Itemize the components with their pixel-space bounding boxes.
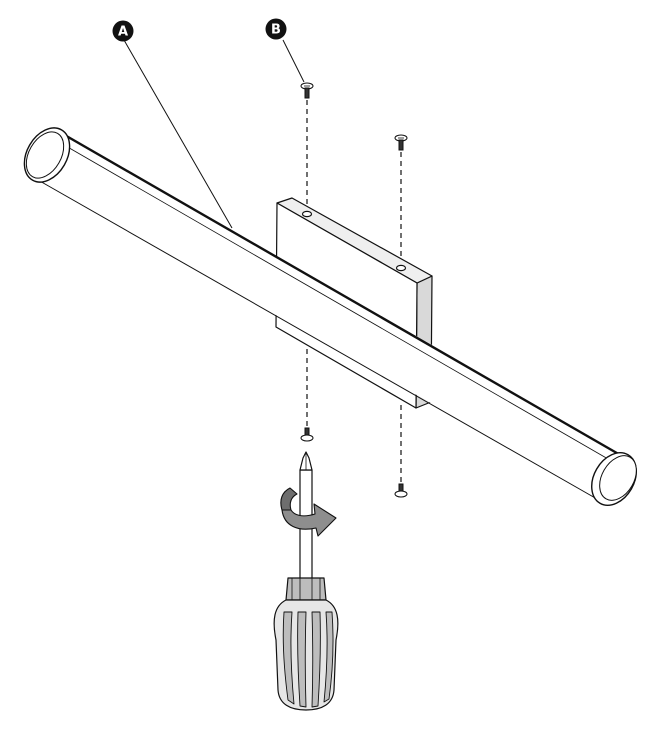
rotation-arrow-body — [281, 503, 337, 537]
screw-top-right — [394, 134, 408, 151]
light-bar-bottom-edge — [37, 179, 605, 504]
screwdriver-grip — [282, 611, 334, 708]
light-bar-body — [40, 132, 626, 502]
rotation-arrow-back — [280, 487, 298, 511]
screw-icon — [394, 490, 408, 498]
screwdriver-icon — [273, 451, 339, 711]
callout-a: A — [112, 20, 134, 42]
light-bar-left-cap — [25, 131, 65, 179]
callout-a-label: A — [118, 25, 128, 40]
plate-hole-right — [395, 264, 407, 272]
callout-b-label: B — [271, 23, 281, 38]
plate-hole-left — [301, 210, 313, 218]
light-bar-top-edge — [55, 128, 623, 458]
leader-line-b — [282, 39, 305, 83]
alignment-lines — [306, 100, 402, 482]
light-bar-right-cap — [599, 455, 637, 501]
screw-top-left — [300, 82, 314, 99]
light-bar — [23, 127, 637, 506]
screw-bottom-right — [394, 483, 408, 498]
callout-b: B — [265, 18, 287, 40]
screw-bottom-left — [300, 427, 314, 442]
screw-icon — [300, 434, 314, 442]
leader-line-a — [123, 39, 233, 229]
light-bar-highlight — [51, 137, 616, 464]
rotation-arrow-icon — [280, 487, 337, 537]
